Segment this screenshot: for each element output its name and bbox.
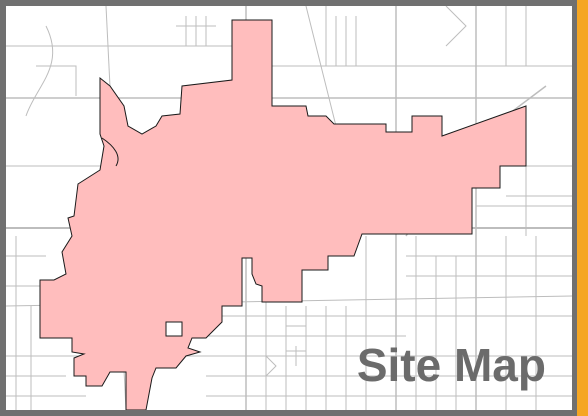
inlet-line: [101, 137, 119, 167]
map-canvas: [6, 6, 572, 410]
accent-bar: [577, 0, 588, 416]
site-boundary[interactable]: [39, 19, 527, 410]
map-viewport[interactable]: Site Map: [6, 6, 572, 410]
enclave-parcel: [165, 321, 183, 337]
map-title: Site Map: [356, 339, 546, 391]
